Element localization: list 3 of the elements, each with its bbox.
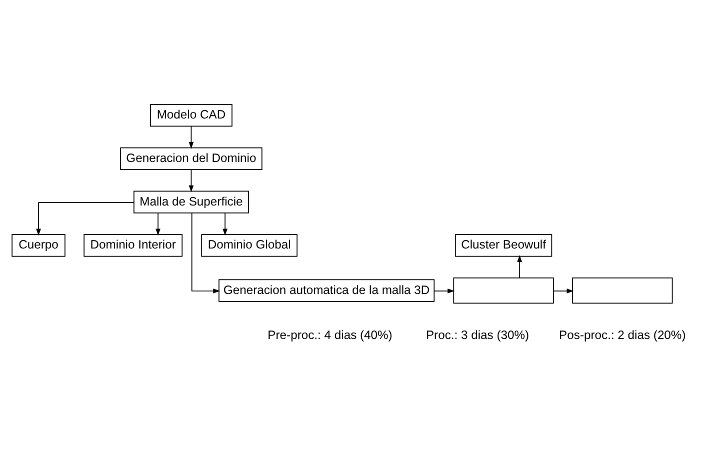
label: Pos-proc.: 2 dias (20%)	[559, 328, 686, 342]
label: Proc.: 3 dias (30%)	[426, 328, 530, 342]
label: Pre-proc.: 4 dias (40%)	[268, 328, 392, 342]
